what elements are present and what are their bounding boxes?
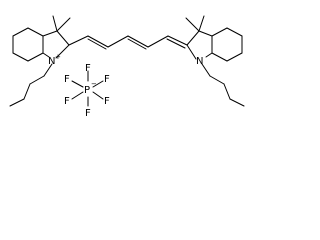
fluorine-label-upper-left: F: [64, 74, 70, 85]
right-indoline-ring: [185, 15, 245, 107]
right-nitrogen-label: N: [196, 56, 203, 67]
fluorine-label-top: F: [85, 63, 91, 74]
left-nitrogen-charge: +: [55, 53, 61, 61]
fluorine-label-lower-left: F: [64, 96, 70, 107]
fluorine-label-upper-right: F: [104, 74, 110, 85]
chemical-structure-diagram: N + N: [9, 15, 245, 119]
left-nitrogen-label: N: [48, 56, 55, 67]
polymethine-chain: [68, 35, 188, 50]
hexafluorophosphate-anion: [71, 70, 104, 107]
fluorine-label-bottom: F: [85, 108, 91, 119]
left-indolium-ring: [9, 15, 71, 107]
fluorine-label-lower-right: F: [104, 96, 110, 107]
phosphorus-label: P: [84, 85, 90, 96]
anion-charge: −: [91, 80, 97, 88]
